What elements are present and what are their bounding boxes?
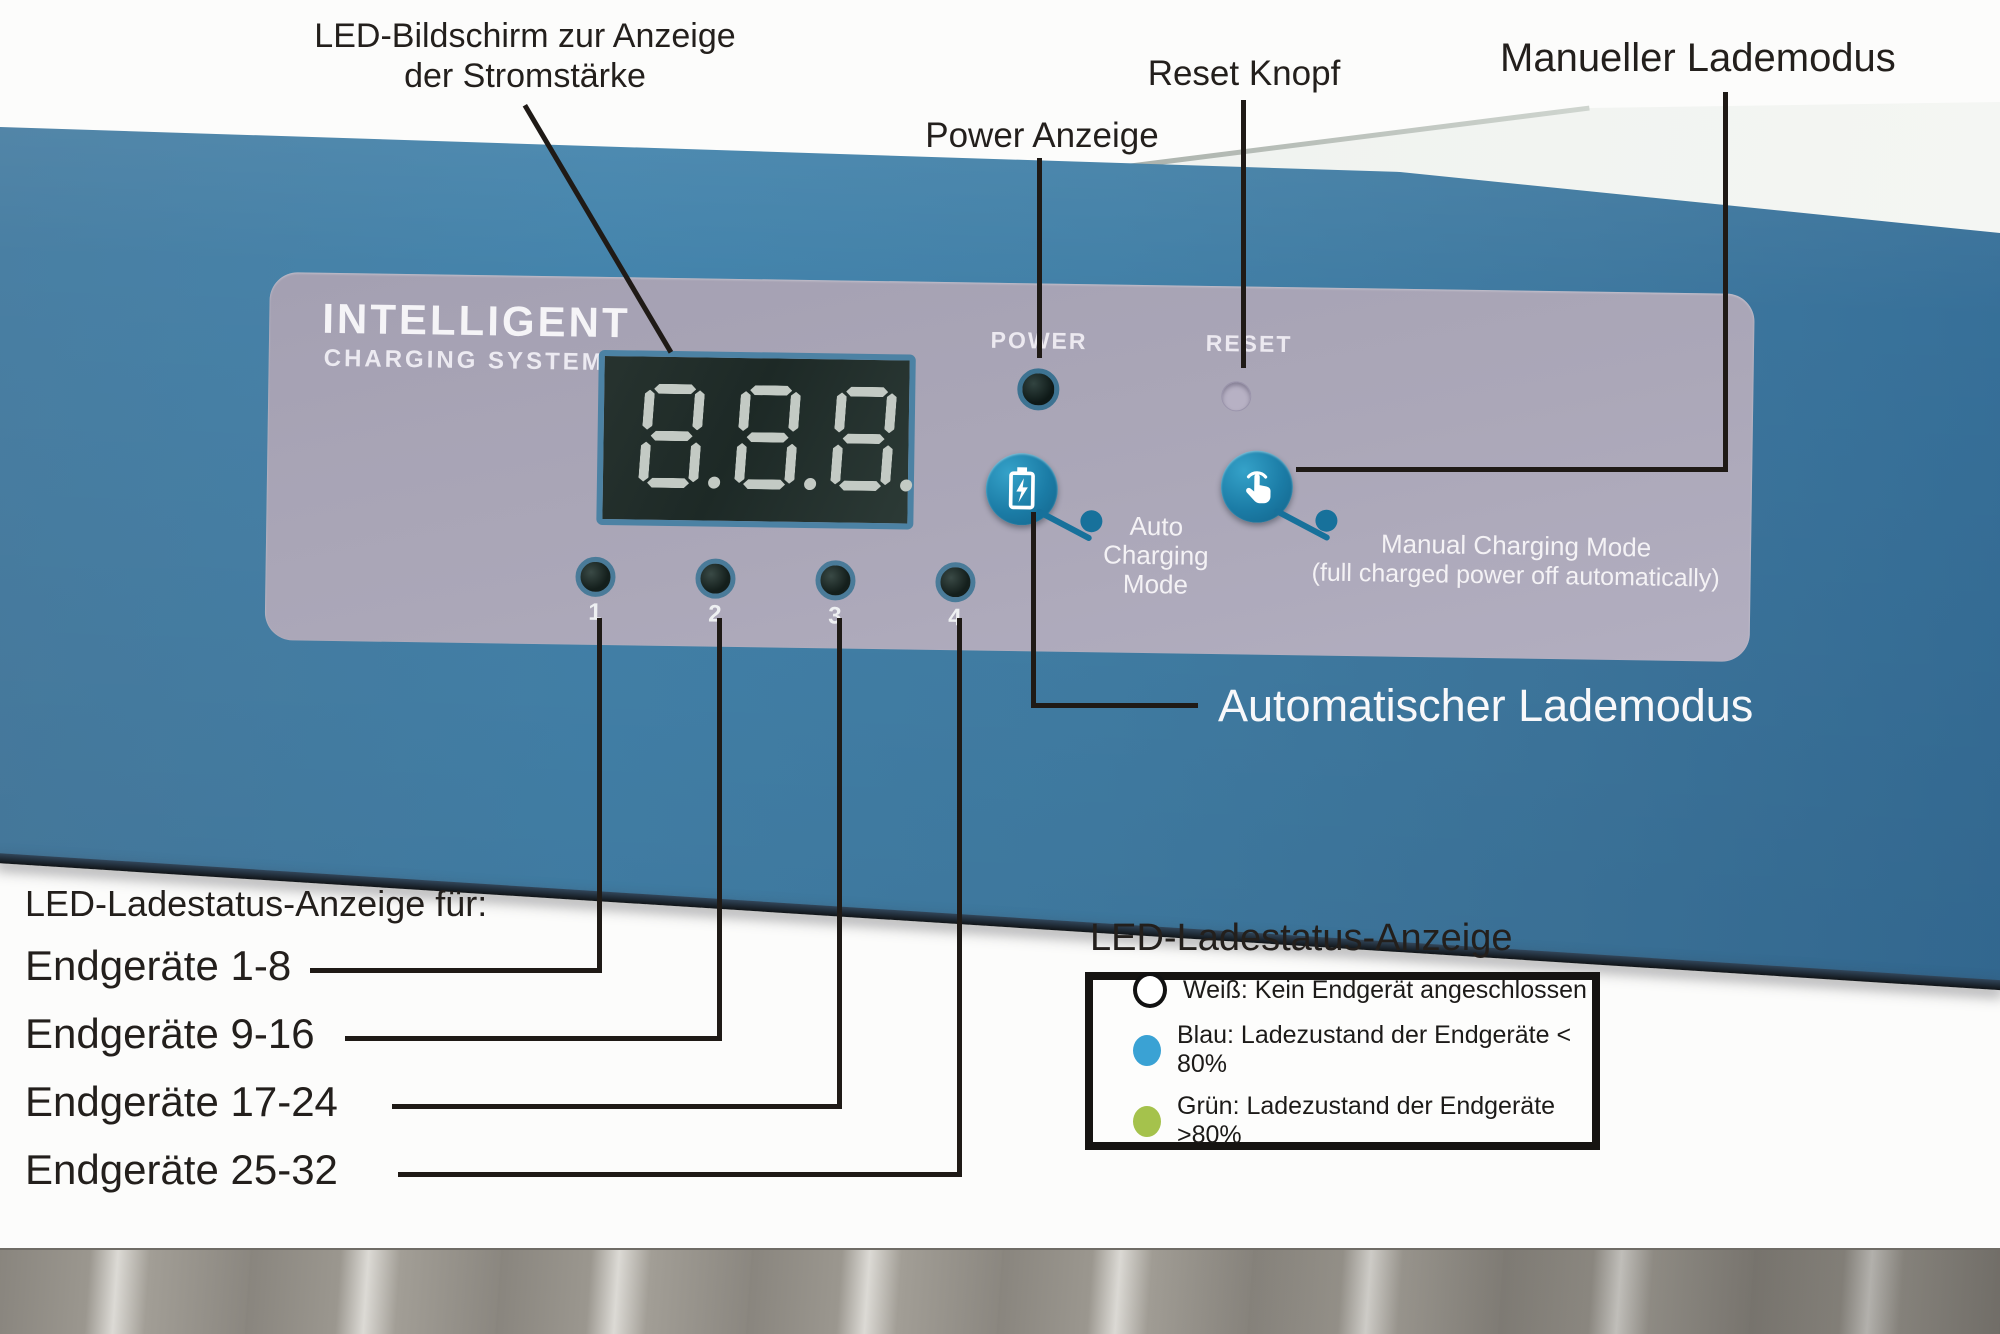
touch-tap-icon <box>1246 471 1271 504</box>
segment <box>738 391 751 431</box>
control-panel: INTELLIGENT CHARGING SYSTEM POWER RESET … <box>264 272 1755 662</box>
display-digit <box>638 384 721 489</box>
callout-line-led1-vertical <box>597 618 602 973</box>
segment <box>839 480 882 491</box>
display-digit <box>830 386 913 492</box>
green-status-dot <box>1133 1105 1161 1137</box>
segment <box>788 392 801 432</box>
status-led-2 <box>695 558 736 599</box>
segment <box>846 387 889 398</box>
brand-subtitle: CHARGING SYSTEM <box>323 344 605 376</box>
reset-annotation: Reset Knopf <box>1147 54 1341 93</box>
manual-charging-button[interactable] <box>1220 450 1294 524</box>
status-led-4 <box>935 561 976 603</box>
segment <box>842 434 885 445</box>
status-led-number: 3 <box>828 602 842 630</box>
segment <box>830 444 843 484</box>
legend-item-label: Weiß: Kein Endgerät angeschlossen <box>1183 975 1587 1004</box>
segment <box>743 479 786 490</box>
callout-line-group1 <box>310 968 602 973</box>
callout-line-manual-vertical <box>1723 92 1728 472</box>
callout-line-auto-vertical <box>1031 512 1036 707</box>
segment <box>688 442 701 482</box>
battery-charging-icon <box>1008 467 1035 510</box>
segment <box>784 444 797 484</box>
segment <box>884 393 897 433</box>
manual-mode-caption: Manual Charging Mode (full charged power… <box>1311 528 1720 593</box>
callout-line-group2 <box>345 1036 722 1041</box>
auto-charging-button[interactable] <box>985 452 1059 526</box>
display-annotation: LED-Bildschirm zur Anzeige der Stromstär… <box>314 17 736 95</box>
status-for-heading: LED-Ladestatus-Anzeige für: <box>25 883 488 924</box>
callout-line-led4-vertical <box>957 618 962 1177</box>
legend-heading: LED-Ladestatus-Anzeige <box>1090 917 1513 959</box>
legend-item-blue: Blau: Ladezustand der Endgeräte < 80% <box>1133 1021 1592 1079</box>
segment <box>650 431 693 442</box>
segment <box>642 390 655 430</box>
auto-mode-caption: Auto Charging Mode <box>1102 510 1209 600</box>
power-annotation: Power Anzeige <box>925 116 1159 155</box>
white-status-dot <box>1133 972 1167 1008</box>
segment <box>746 432 789 443</box>
reset-label: RESET <box>1205 329 1293 358</box>
segment <box>880 445 893 485</box>
segment <box>750 385 793 396</box>
device-group-label: Endgeräte 17-24 <box>25 1078 338 1125</box>
segment <box>899 479 913 492</box>
status-led-1 <box>575 556 616 598</box>
blue-status-dot <box>1133 1034 1161 1066</box>
status-led-number: 4 <box>948 604 962 632</box>
segment <box>734 443 747 483</box>
display-digit <box>734 385 817 491</box>
brand-title: INTELLIGENT <box>321 294 631 347</box>
device-group-label: Endgeräte 1-8 <box>25 942 292 989</box>
segment <box>707 476 721 489</box>
legend-box: Weiß: Kein Endgerät angeschlossen Blau: … <box>1085 972 1600 1150</box>
callout-line-group4 <box>398 1172 962 1177</box>
segment <box>638 442 651 482</box>
segment <box>647 478 690 489</box>
legend-item-white: Weiß: Kein Endgerät angeschlossen <box>1133 972 1592 1008</box>
segment <box>834 392 847 432</box>
callout-line-led2-vertical <box>717 618 722 1041</box>
manual-annotation: Manueller Lademodus <box>1500 36 1896 80</box>
callout-line-manual-horizontal <box>1296 467 1728 472</box>
segment <box>692 390 705 430</box>
callout-line-reset <box>1241 100 1246 368</box>
reset-button[interactable] <box>1221 381 1252 412</box>
callout-line-auto-horizontal <box>1031 703 1198 708</box>
segment <box>654 384 697 395</box>
callout-line-group3 <box>392 1104 842 1109</box>
legend-item-label: Grün: Ladezustand der Endgeräte >80% <box>1177 1092 1556 1149</box>
segment <box>803 477 817 491</box>
device-group-label: Endgeräte 9-16 <box>25 1010 315 1057</box>
device-group-label: Endgeräte 25-32 <box>25 1146 338 1193</box>
status-led-number: 2 <box>708 600 722 628</box>
status-led-number: 1 <box>588 598 602 626</box>
status-led-3 <box>815 560 856 601</box>
current-display <box>596 349 916 530</box>
legend-item-green: Grün: Ladezustand der Endgeräte >80% <box>1133 1092 1592 1150</box>
legend-item-label: Blau: Ladezustand der Endgeräte < 80% <box>1177 1021 1572 1078</box>
callout-line-power <box>1037 158 1042 358</box>
auto-annotation: Automatischer Lademodus <box>1218 680 1754 731</box>
tablet-slots-photo <box>0 1248 2000 1334</box>
power-led <box>1017 368 1060 411</box>
callout-line-led3-vertical <box>837 618 842 1109</box>
